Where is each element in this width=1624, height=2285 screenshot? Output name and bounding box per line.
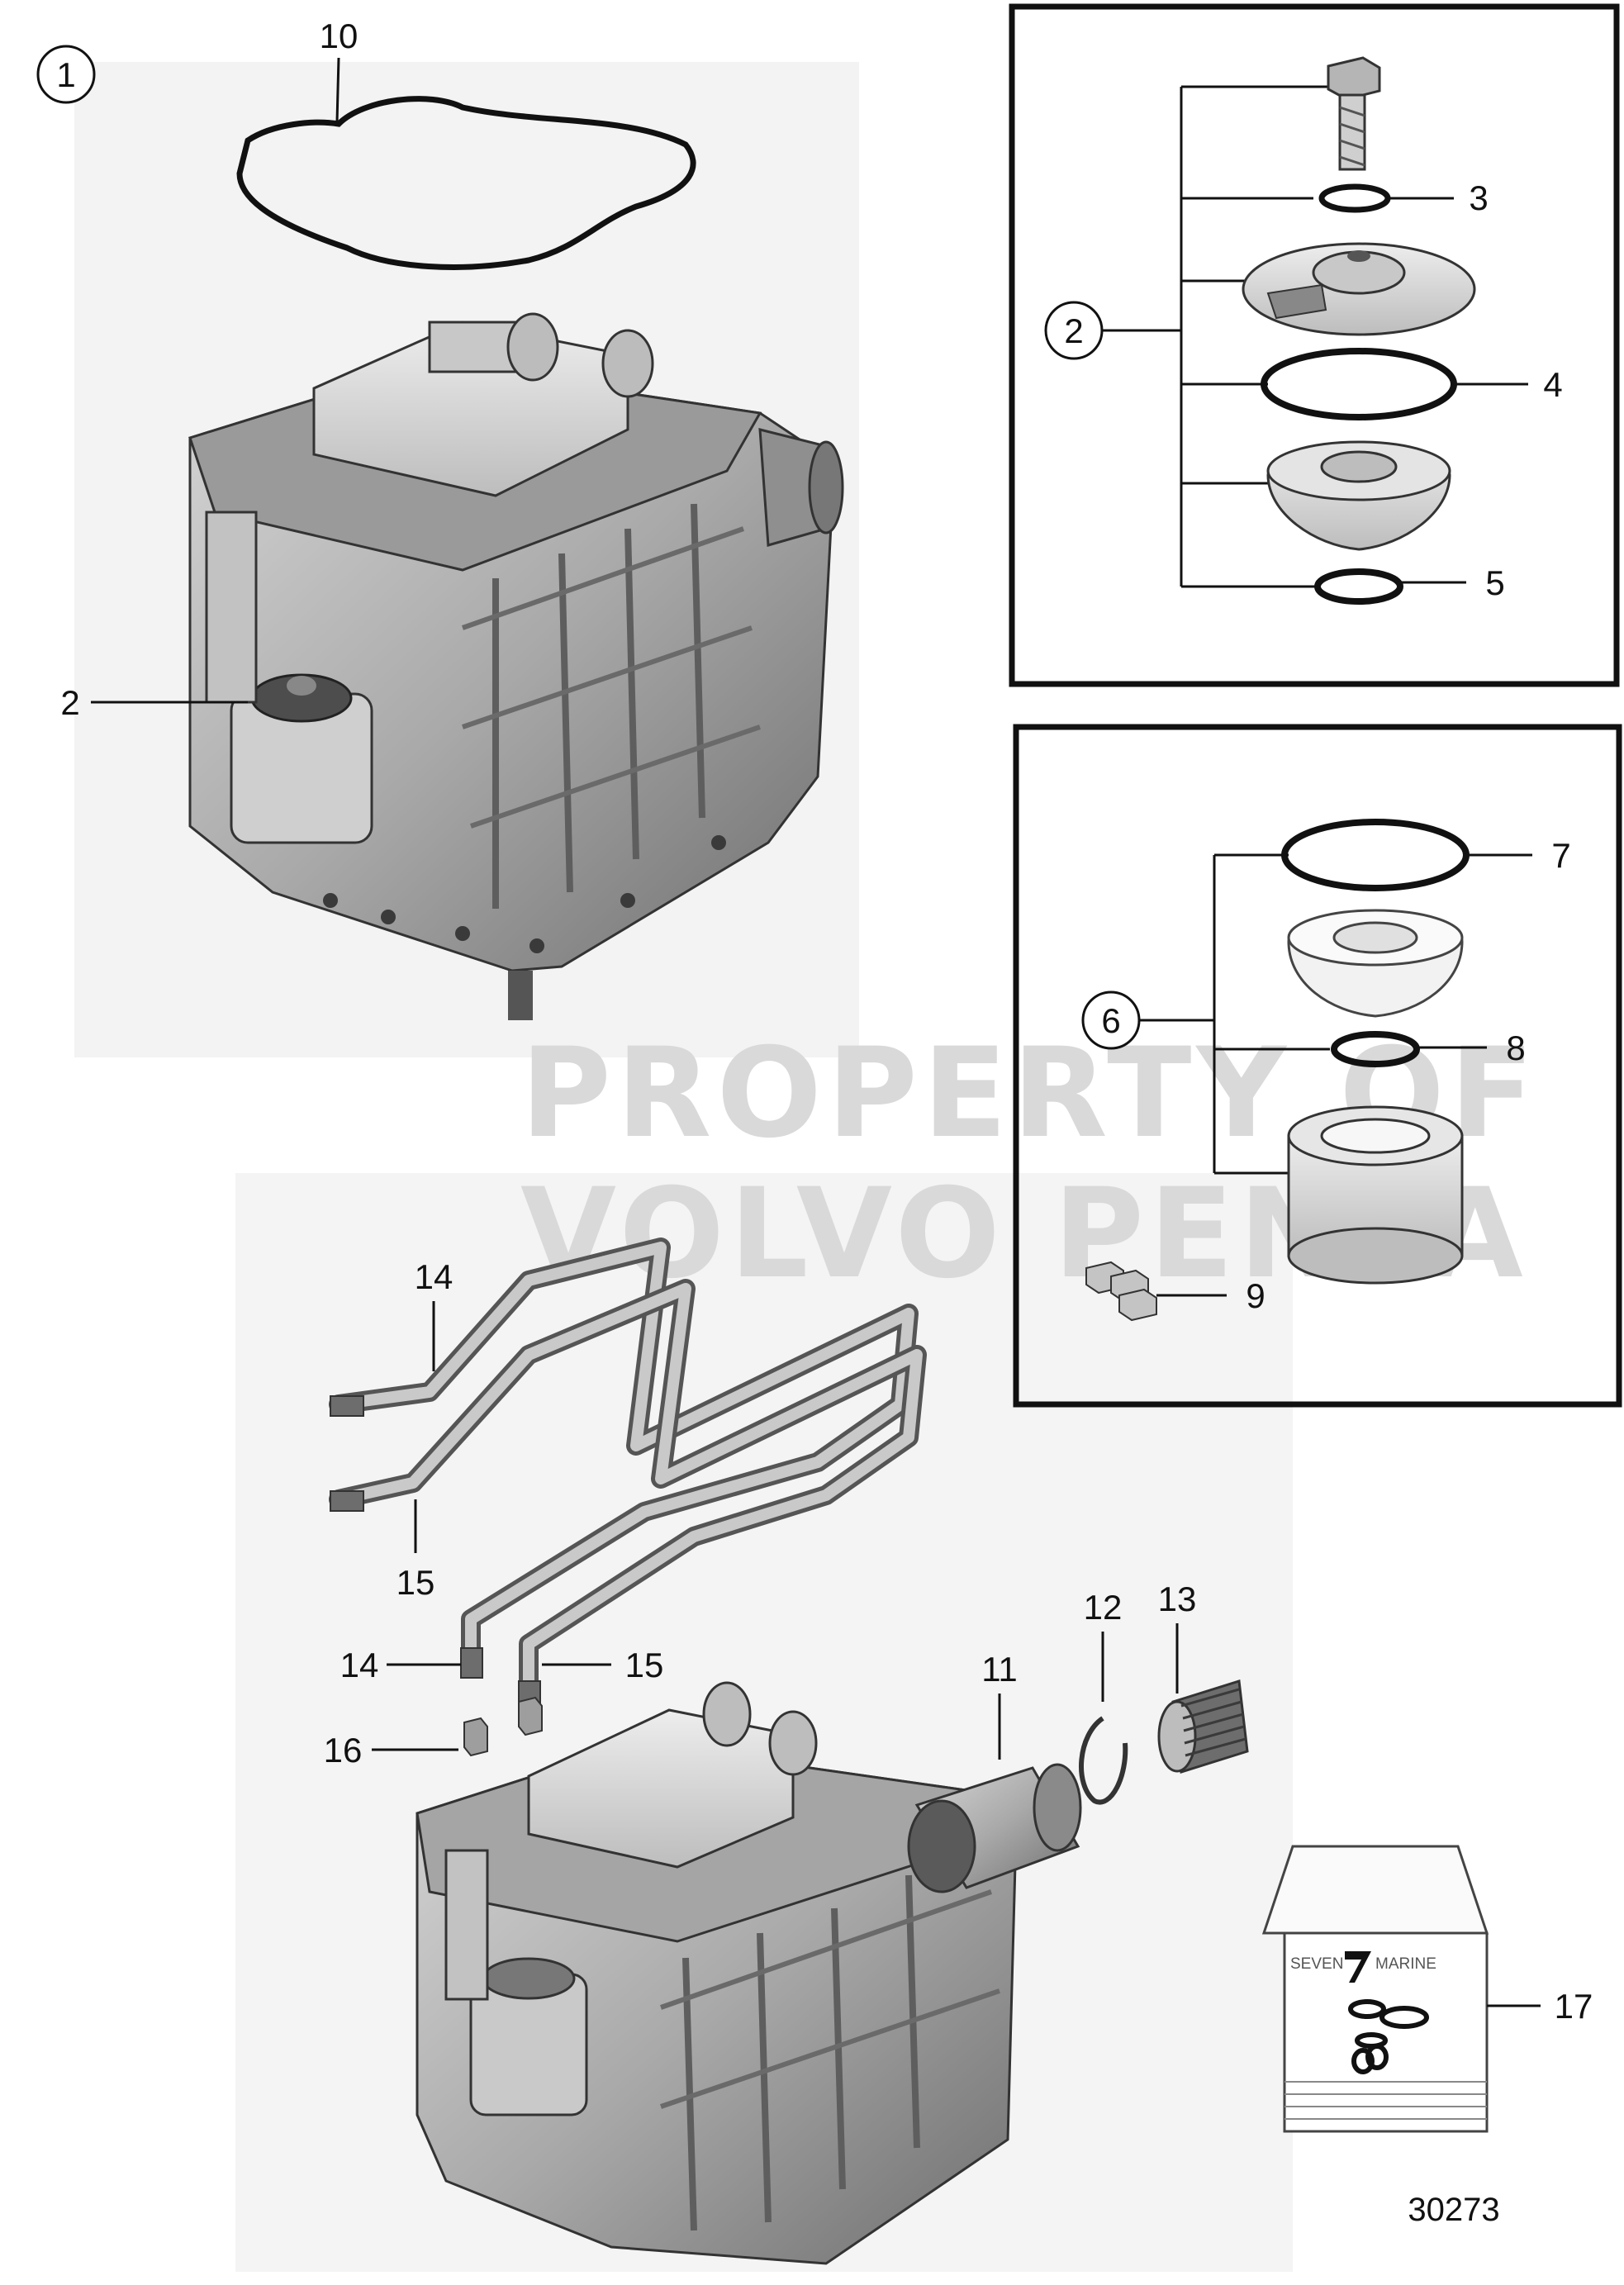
- callout-15-a-label: 15: [397, 1563, 435, 1602]
- callout-10-label: 10: [320, 17, 359, 55]
- fittings-16: 16: [324, 1696, 543, 1770]
- callout-6-label: 6: [1101, 1001, 1120, 1040]
- seven-logo-icon: [1345, 1951, 1371, 1983]
- seal-kit-brand-right: MARINE: [1375, 1955, 1436, 1973]
- callout-4-label: 4: [1543, 365, 1562, 404]
- transmission-housing-upper: [188, 312, 844, 1020]
- blocks-9: 9: [1085, 1261, 1265, 1322]
- callout-13-label: 13: [1158, 1580, 1197, 1618]
- callout-7-label: 7: [1551, 836, 1570, 875]
- kit-box-2: [1009, 3, 1620, 687]
- kit-2-bolt: [1327, 56, 1381, 171]
- callout-16-label: 16: [324, 1731, 363, 1770]
- circlip-12: 12: [1079, 1588, 1128, 1805]
- callout-2-main: 2: [60, 683, 248, 722]
- callout-1-label: 1: [56, 55, 75, 94]
- callout-1: 1: [36, 45, 96, 104]
- callout-11-label: 11: [981, 1650, 1018, 1689]
- callout-2-kit: 2: [1044, 301, 1144, 360]
- kit-2-cap: [1242, 242, 1476, 336]
- o-ring-7: 7: [1281, 819, 1571, 891]
- spline-gear-13: 13: [1157, 1580, 1249, 1774]
- kit-2-cone: [1266, 440, 1451, 551]
- callout-9-label: 9: [1246, 1276, 1265, 1315]
- callout-3-label: 3: [1469, 178, 1488, 217]
- callout-12-label: 12: [1084, 1588, 1123, 1627]
- callout-14-b: 14: [340, 1646, 461, 1684]
- callout-15-b-label: 15: [625, 1646, 664, 1684]
- o-ring-4: 4: [1261, 348, 1563, 420]
- kit-2-bracket: [1144, 85, 1330, 588]
- callout-14-b-label: 14: [340, 1646, 379, 1684]
- o-ring-5: 5: [1314, 563, 1505, 605]
- o-ring-3: 3: [1318, 178, 1489, 217]
- callout-14-a-label: 14: [415, 1257, 453, 1296]
- seal-kit-brand-left: SEVEN: [1290, 1955, 1343, 1973]
- seal-kit-17: SEVEN MARINE 17: [1261, 1845, 1593, 2133]
- callout-15-b: 15: [542, 1646, 663, 1684]
- kit-box-6: [1013, 724, 1622, 1408]
- callout-6: 6: [1081, 990, 1141, 1050]
- transmission-housing-lower: [415, 1681, 1018, 2265]
- reference-number: 30273: [1408, 2192, 1499, 2228]
- callout-2-main-label: 2: [60, 683, 79, 722]
- callout-14-a: 14: [415, 1257, 453, 1371]
- filter-cartridge: [1287, 1105, 1464, 1285]
- callout-17-label: 17: [1555, 1987, 1593, 2026]
- tube-14: [329, 1238, 919, 1662]
- callout-15-a: 15: [397, 1499, 435, 1602]
- kit-6-bracket: [1138, 853, 1330, 1175]
- tube-15: [329, 1279, 927, 1695]
- sleeve-11: 11: [907, 1650, 1082, 1893]
- gasket-10: [236, 96, 696, 270]
- callout-2-kit-label: 2: [1064, 311, 1083, 350]
- callout-5-label: 5: [1485, 563, 1504, 602]
- callout-10: 10: [320, 17, 359, 123]
- o-ring-8: 8: [1331, 1028, 1526, 1067]
- callout-8-label: 8: [1506, 1028, 1525, 1067]
- kit-6-cone: [1287, 909, 1464, 1018]
